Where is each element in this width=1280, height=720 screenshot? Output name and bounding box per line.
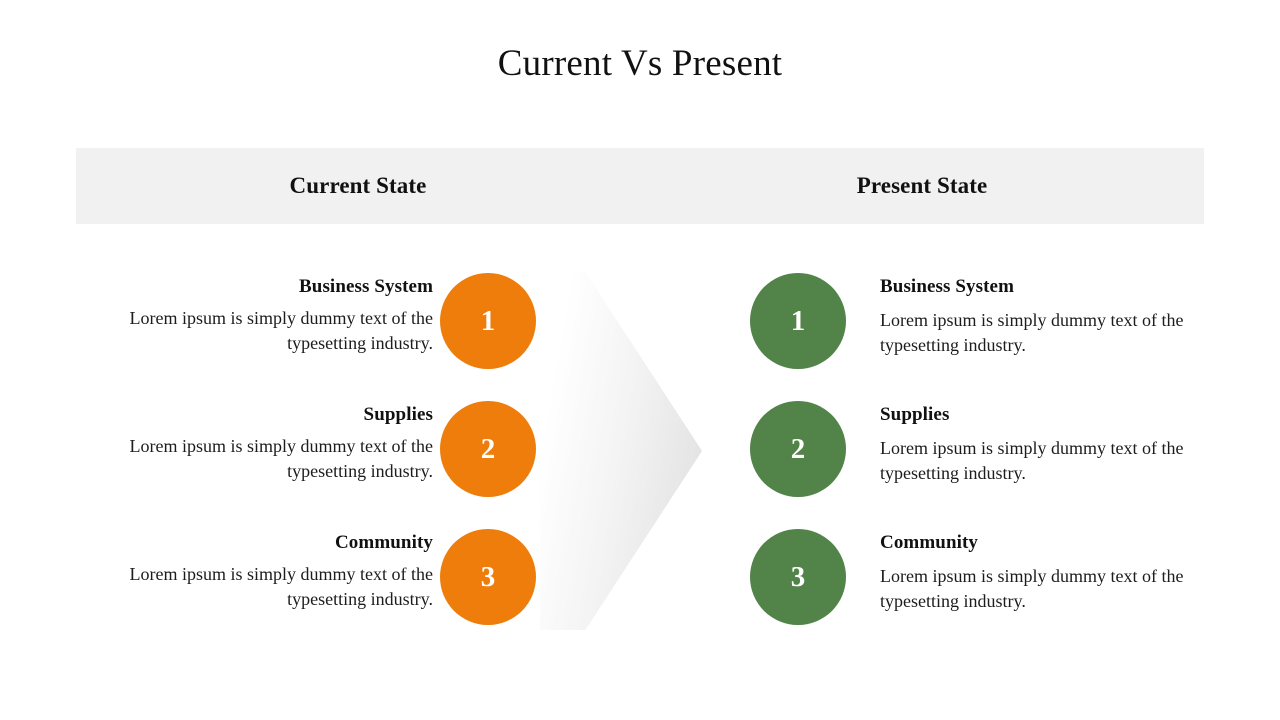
step-number-badge: 3 [750, 529, 846, 625]
right-chevron-arrow-icon [540, 272, 702, 630]
list-item[interactable]: 1 Business System Lorem ipsum is simply … [66, 256, 536, 384]
list-item-title: Supplies [363, 404, 433, 425]
step-number-badge: 2 [440, 401, 536, 497]
header-present-state: Present State [856, 173, 988, 198]
list-item-title: Supplies [880, 404, 950, 425]
list-item[interactable]: 3 Community Lorem ipsum is simply dummy … [744, 512, 1214, 640]
step-number-badge: 3 [440, 529, 536, 625]
list-item-text: Community Lorem ipsum is simply dummy te… [88, 530, 433, 612]
step-number-badge: 1 [440, 273, 536, 369]
list-item[interactable]: 3 Community Lorem ipsum is simply dummy … [66, 512, 536, 640]
list-item-text: Business System Lorem ipsum is simply du… [880, 274, 1225, 358]
page-title: Current Vs Present [497, 43, 783, 84]
list-item[interactable]: 2 Supplies Lorem ipsum is simply dummy t… [66, 384, 536, 512]
step-number-badge: 2 [750, 401, 846, 497]
current-state-column: 1 Business System Lorem ipsum is simply … [66, 256, 536, 640]
list-item-text: Business System Lorem ipsum is simply du… [88, 274, 433, 356]
list-item-body: Lorem ipsum is simply dummy text of the … [880, 438, 1184, 483]
list-item[interactable]: 2 Supplies Lorem ipsum is simply dummy t… [744, 384, 1214, 512]
list-item-text: Supplies Lorem ipsum is simply dummy tex… [88, 402, 433, 484]
list-item-body: Lorem ipsum is simply dummy text of the … [129, 564, 433, 609]
list-item[interactable]: 1 Business System Lorem ipsum is simply … [744, 256, 1214, 384]
present-state-column: 1 Business System Lorem ipsum is simply … [744, 256, 1214, 640]
list-item-text: Supplies Lorem ipsum is simply dummy tex… [880, 402, 1225, 486]
list-item-title: Community [880, 532, 979, 553]
list-item-body: Lorem ipsum is simply dummy text of the … [880, 566, 1184, 611]
list-item-body: Lorem ipsum is simply dummy text of the … [880, 310, 1184, 355]
list-item-title: Community [334, 532, 433, 553]
list-item-body: Lorem ipsum is simply dummy text of the … [129, 308, 433, 353]
list-item-title: Business System [880, 276, 1014, 297]
list-item-text: Community Lorem ipsum is simply dummy te… [880, 530, 1225, 614]
header-current-state: Current State [289, 173, 427, 198]
list-item-title: Business System [299, 276, 433, 297]
list-item-body: Lorem ipsum is simply dummy text of the … [129, 436, 433, 481]
state-header-band: Current State Present State [76, 148, 1204, 224]
step-number-badge: 1 [750, 273, 846, 369]
